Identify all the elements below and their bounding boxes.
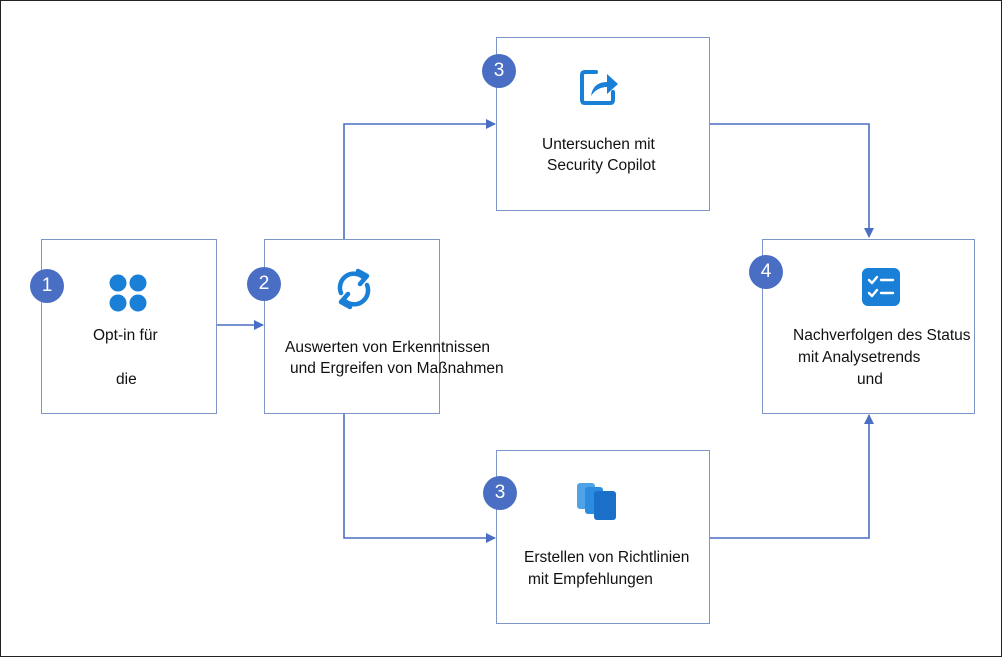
arrow-step2-to-policies <box>343 414 496 543</box>
refresh-cycle-icon <box>337 268 371 310</box>
step-label-line: Erstellen von Richtlinien <box>524 549 690 566</box>
step-number-badge: 3 <box>483 476 517 510</box>
four-dots-icon <box>109 274 147 312</box>
step-number-badge: 2 <box>247 267 281 301</box>
step-label-line: die <box>116 371 137 388</box>
step-label-line: Auswerten von Erkenntnissen <box>285 339 491 356</box>
stacked-cards-icon <box>577 483 616 520</box>
step-label-line: und Ergreifen von Maßnahmen <box>290 360 504 377</box>
step-label-line: mit Empfehlungen <box>528 571 653 588</box>
checklist-icon <box>862 268 900 306</box>
step-label-line: mit Analysetrends <box>798 349 921 366</box>
arrow-policies-to-step4 <box>709 414 874 539</box>
step-label-line: Opt-in für <box>93 327 158 344</box>
step-number-badge: 1 <box>30 269 64 303</box>
step-opt-in-box <box>41 239 217 414</box>
step-label-line: und <box>857 371 883 388</box>
step-investigate-box <box>496 37 710 211</box>
step-label-line: Security Copilot <box>547 157 656 174</box>
arrow-step2-to-investigate <box>343 119 496 239</box>
step-evaluate-box <box>264 239 440 414</box>
step-label-line: Nachverfolgen des Status <box>793 327 971 344</box>
step-number-badge: 4 <box>749 255 783 289</box>
step-number-badge: 3 <box>482 54 516 88</box>
arrow-investigate-to-step4 <box>709 123 874 238</box>
step-policies-box <box>496 450 710 624</box>
share-arrow-icon <box>580 70 618 105</box>
step-label-line: Untersuchen mit <box>542 136 655 153</box>
